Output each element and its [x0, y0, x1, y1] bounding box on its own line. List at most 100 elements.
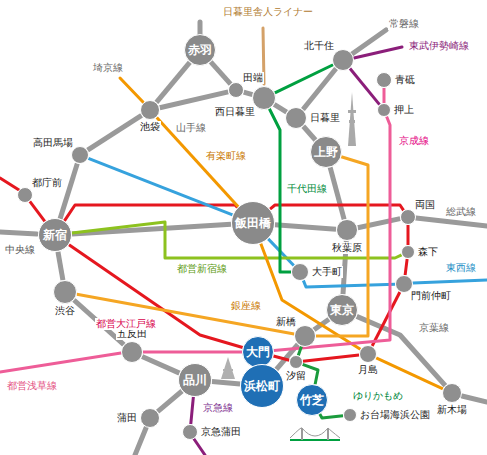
rail-segment [157, 117, 238, 206]
rail-segment [261, 244, 361, 350]
rail-line [194, 439, 205, 455]
station-dot: 田端 [228, 82, 244, 98]
station-shape [140, 100, 160, 120]
station-name: 新木場 [436, 404, 468, 416]
station-name: 東京 [330, 303, 354, 317]
major-station-circle: 上野 [310, 136, 342, 168]
major-station-circle: 品川 [178, 363, 212, 397]
tokyo-tower-icon [221, 357, 235, 379]
station-dot: 都庁前 [17, 187, 33, 203]
station-name: 月島 [357, 364, 379, 376]
station-circle [183, 425, 198, 440]
rail-segment [275, 65, 333, 93]
line-name: 中央線 [4, 244, 36, 256]
station-name: 汐留 [285, 370, 307, 382]
station-name: 池袋 [139, 121, 161, 133]
rail-segment [303, 280, 395, 287]
station-dot: 月島 [359, 345, 377, 363]
rail-segment [275, 225, 336, 230]
station-circle [122, 342, 143, 363]
rail-segment [77, 294, 294, 334]
rail-segment [383, 88, 386, 103]
line-name: 東西線 [445, 262, 477, 274]
station-dot: 押上 [377, 103, 391, 117]
station-dot: 門前仲町 [395, 275, 413, 293]
station-dot: 高田馬場 [71, 146, 89, 164]
transfer-circle: 竹芝 [296, 384, 328, 416]
station-circle [229, 83, 244, 98]
station-dot: 京急蒲田 [182, 424, 198, 440]
station-circle [292, 264, 309, 281]
station-dot: 日暮里 [285, 107, 307, 129]
station-circle [297, 385, 328, 416]
station-name: 青砥 [394, 74, 416, 86]
rail-segment [211, 62, 231, 84]
station-name: 両国 [414, 199, 436, 211]
rail-segment [330, 167, 344, 219]
rail-segment [273, 356, 289, 360]
station-shape [121, 341, 143, 363]
line-name: 日暮里舎人ライナー [222, 6, 314, 18]
station-circle [443, 384, 462, 403]
rail-segment [358, 219, 400, 228]
rail-segment [303, 126, 315, 140]
rail-segment [298, 346, 301, 355]
station-name: 門前仲町 [410, 290, 452, 302]
station-name: 品川 [183, 373, 207, 387]
major-station-circle: 飯田橋 [231, 201, 275, 245]
rail-segment [143, 351, 242, 354]
rail-segment [270, 205, 404, 210]
station-name: 秋葉原 [331, 242, 363, 254]
line-name: 東武伊勢崎線 [408, 40, 470, 52]
line-name: 京急線 [202, 402, 234, 414]
station-circle [333, 50, 354, 71]
line-name: 総武線 [445, 206, 477, 218]
station-dot: 森下 [401, 245, 415, 259]
rail-segment [88, 158, 232, 215]
station-circle [401, 210, 416, 225]
station-name: 浜松町 [244, 379, 280, 393]
station-shape [53, 280, 77, 304]
station-dot: 池袋 [140, 100, 160, 120]
line-name: 都営新宿線 [176, 263, 228, 275]
station-circle [378, 104, 391, 117]
line-name: 山手線 [175, 122, 207, 134]
line-name: 京葉線 [418, 322, 450, 334]
rainbow-bridge-icon [290, 428, 340, 440]
station-name: 日暮里 [309, 112, 341, 124]
station-shape [289, 355, 303, 369]
station-dot: 蒲田 [140, 408, 160, 428]
station-name: 西日暮里 [214, 106, 256, 118]
rail-segment [320, 414, 343, 418]
rail-segment [376, 358, 443, 389]
station-dot: 大手町 [291, 263, 309, 281]
station-circle [360, 346, 377, 363]
line-name: 千代田線 [286, 183, 328, 195]
rail-segment [142, 356, 179, 373]
station-name: 北千住 [303, 40, 335, 52]
rail-segment [350, 69, 380, 105]
station-name: 高田馬場 [32, 137, 74, 149]
station-shape [442, 383, 462, 403]
station-name: 大門 [246, 345, 270, 359]
rail-segment [158, 391, 182, 412]
station-shape [285, 107, 307, 129]
transfer-circle: 大門 [242, 336, 274, 368]
station-dot: 西日暮里 [252, 86, 276, 110]
major-station-circle: 東京 [326, 294, 358, 326]
rail-segment [191, 397, 194, 424]
rail-line [135, 428, 146, 455]
station-circle [377, 73, 392, 88]
line-name: 常磐線 [388, 18, 420, 30]
station-dot: 北千住 [332, 49, 354, 71]
line-name: 埼京線 [92, 62, 124, 74]
station-circle [18, 188, 33, 203]
station-name: 大手町 [311, 266, 343, 278]
rail-segment [212, 382, 240, 385]
rail-line [198, 22, 203, 35]
station-circle [179, 364, 212, 397]
rail-segment [303, 69, 336, 110]
station-circle [290, 356, 303, 369]
station-name: 都庁前 [31, 177, 63, 189]
